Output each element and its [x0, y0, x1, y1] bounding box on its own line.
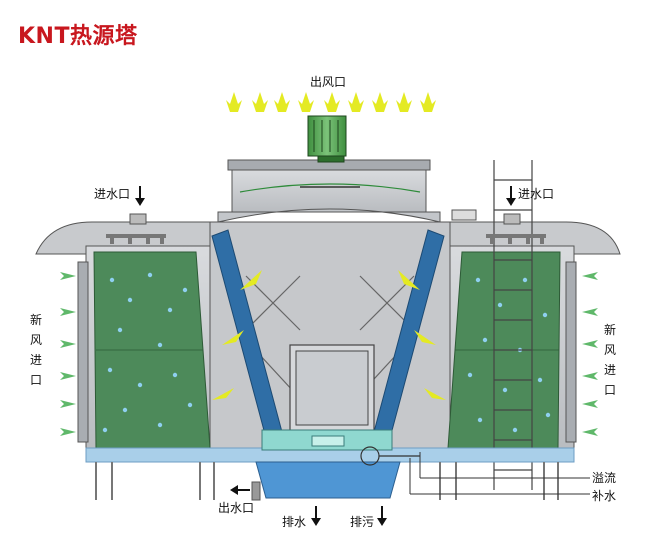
- fresh-air-arrows-left: [60, 272, 76, 436]
- water-inlet-label-right: 进水口: [518, 187, 554, 201]
- flow-arrows: [135, 186, 516, 526]
- blowdown-label: 排污: [350, 515, 374, 529]
- water-basin: [85, 429, 575, 499]
- water-outlet-label: 出水口: [218, 501, 254, 515]
- makeup-label: 补水: [592, 489, 616, 503]
- leader-lines: [409, 452, 590, 495]
- drain-label: 排水: [282, 515, 306, 529]
- fresh-air-label-left-3: 进: [30, 353, 42, 367]
- overflow-label: 溢流: [592, 471, 616, 485]
- fresh-air-label-right-2: 风: [604, 343, 616, 357]
- service-ladder: [493, 160, 533, 490]
- fresh-air-label-left-2: 风: [30, 333, 42, 347]
- spray-distribution: [106, 209, 546, 244]
- diagram-title: KNT热源塔: [18, 24, 138, 49]
- fan-deck: [217, 159, 441, 223]
- fresh-air-label-left-4: 口: [30, 373, 42, 387]
- internal-air-arrows: [212, 270, 446, 400]
- fresh-air-label-right-3: 进: [604, 363, 616, 377]
- fresh-air-arrows-right: [582, 272, 598, 436]
- water-inlet-label-left: 进水口: [94, 187, 130, 201]
- fan-motor: [307, 115, 347, 163]
- outlet-pipe-stub: [251, 481, 261, 501]
- air-outlet-label: 出风口: [310, 75, 346, 89]
- fresh-air-label-right-4: 口: [604, 383, 616, 397]
- air-outlet-arrows: [226, 92, 436, 112]
- fresh-air-label-left-1: 新: [30, 312, 42, 327]
- fresh-air-label-right-1: 新: [604, 322, 616, 337]
- water-droplets: [102, 272, 551, 433]
